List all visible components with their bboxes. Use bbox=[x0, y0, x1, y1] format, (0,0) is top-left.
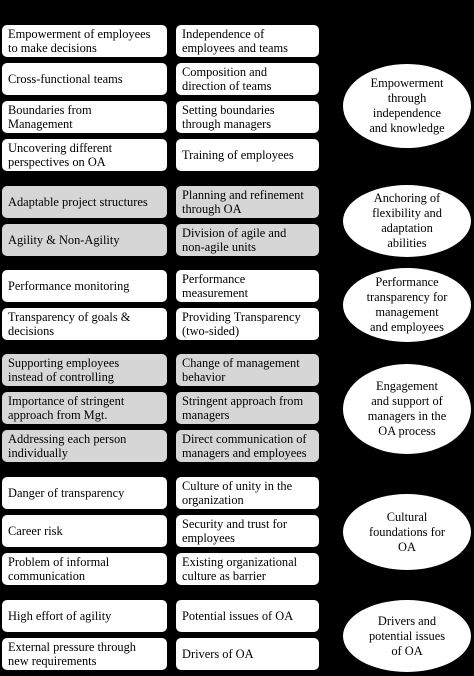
arrow-right-icon bbox=[167, 611, 176, 621]
arrow-right-icon bbox=[167, 365, 176, 375]
left-box-12: Danger of transparency bbox=[2, 477, 167, 509]
arrow-right-icon bbox=[167, 197, 176, 207]
arrow-right-icon bbox=[167, 150, 176, 160]
left-box-14: Problem of informal communication bbox=[2, 553, 167, 585]
right-box-13: Security and trust for employees bbox=[176, 515, 319, 547]
group-ellipse-5: Cultural foundations for OA bbox=[343, 494, 471, 570]
right-box-1: Independence of employees and teams bbox=[176, 25, 319, 57]
left-box-8: Transparency of goals & decisions bbox=[2, 308, 167, 340]
group-label: Cultural foundations for OA bbox=[368, 509, 446, 554]
right-box-11: Direct communication of managers and emp… bbox=[176, 430, 319, 462]
arrow-right-icon bbox=[167, 235, 176, 245]
arrow-right-icon bbox=[167, 526, 176, 536]
right-box-6: Division of agile and non-agile units bbox=[176, 224, 319, 256]
right-box-12: Culture of unity in the organization bbox=[176, 477, 319, 509]
arrow-right-icon bbox=[167, 36, 176, 46]
right-box-9: Change of management behavior bbox=[176, 354, 319, 386]
arrow-right-icon bbox=[167, 441, 176, 451]
left-box-5: Adaptable project structures bbox=[2, 186, 167, 218]
right-box-8: Providing Transparency (two-sided) bbox=[176, 308, 319, 340]
left-box-1: Empowerment of employees to make decisio… bbox=[2, 25, 167, 57]
arrow-right-icon bbox=[167, 488, 176, 498]
right-box-7: Performance measurement bbox=[176, 270, 319, 302]
group-label: Anchoring of flexibility and adaptation … bbox=[372, 191, 442, 250]
right-box-2: Composition and direction of teams bbox=[176, 63, 319, 95]
right-box-5: Planning and refinement through OA bbox=[176, 186, 319, 218]
right-box-16: Drivers of OA bbox=[176, 638, 319, 670]
right-box-15: Potential issues of OA bbox=[176, 600, 319, 632]
arrow-right-icon bbox=[167, 649, 176, 659]
right-box-4: Training of employees bbox=[176, 139, 319, 171]
group-label: Drivers and potential issues of OA bbox=[368, 613, 446, 658]
arrow-right-icon bbox=[167, 403, 176, 413]
left-box-7: Performance monitoring bbox=[2, 270, 167, 302]
group-ellipse-4: Engagement and support of managers in th… bbox=[343, 364, 471, 454]
right-box-10: Stringent approach from managers bbox=[176, 392, 319, 424]
left-box-15: High effort of agility bbox=[2, 600, 167, 632]
left-box-10: Importance of stringent approach from Mg… bbox=[2, 392, 167, 424]
left-box-11: Addressing each person individually bbox=[2, 430, 167, 462]
right-box-14: Existing organizational culture as barri… bbox=[176, 553, 319, 585]
group-ellipse-6: Drivers and potential issues of OA bbox=[343, 600, 471, 672]
arrow-right-icon bbox=[167, 319, 176, 329]
arrow-right-icon bbox=[167, 112, 176, 122]
group-label: Performance transparency for management … bbox=[366, 275, 448, 334]
arrow-right-icon bbox=[167, 564, 176, 574]
group-ellipse-3: Performance transparency for management … bbox=[343, 268, 471, 342]
left-box-16: External pressure through new requiremen… bbox=[2, 638, 167, 670]
arrow-right-icon bbox=[167, 281, 176, 291]
left-box-6: Agility & Non-Agility bbox=[2, 224, 167, 256]
arrow-right-icon bbox=[167, 74, 176, 84]
left-box-9: Supporting employees instead of controll… bbox=[2, 354, 167, 386]
left-box-2: Cross-functional teams bbox=[2, 63, 167, 95]
group-label: Empowerment through independence and kno… bbox=[369, 76, 445, 135]
group-ellipse-2: Anchoring of flexibility and adaptation … bbox=[343, 185, 471, 257]
group-ellipse-1: Empowerment through independence and kno… bbox=[343, 64, 471, 148]
right-box-3: Setting boundaries through managers bbox=[176, 101, 319, 133]
group-label: Engagement and support of managers in th… bbox=[367, 379, 447, 438]
left-box-13: Career risk bbox=[2, 515, 167, 547]
left-box-3: Boundaries from Management bbox=[2, 101, 167, 133]
left-box-4: Uncovering different perspectives on OA bbox=[2, 139, 167, 171]
